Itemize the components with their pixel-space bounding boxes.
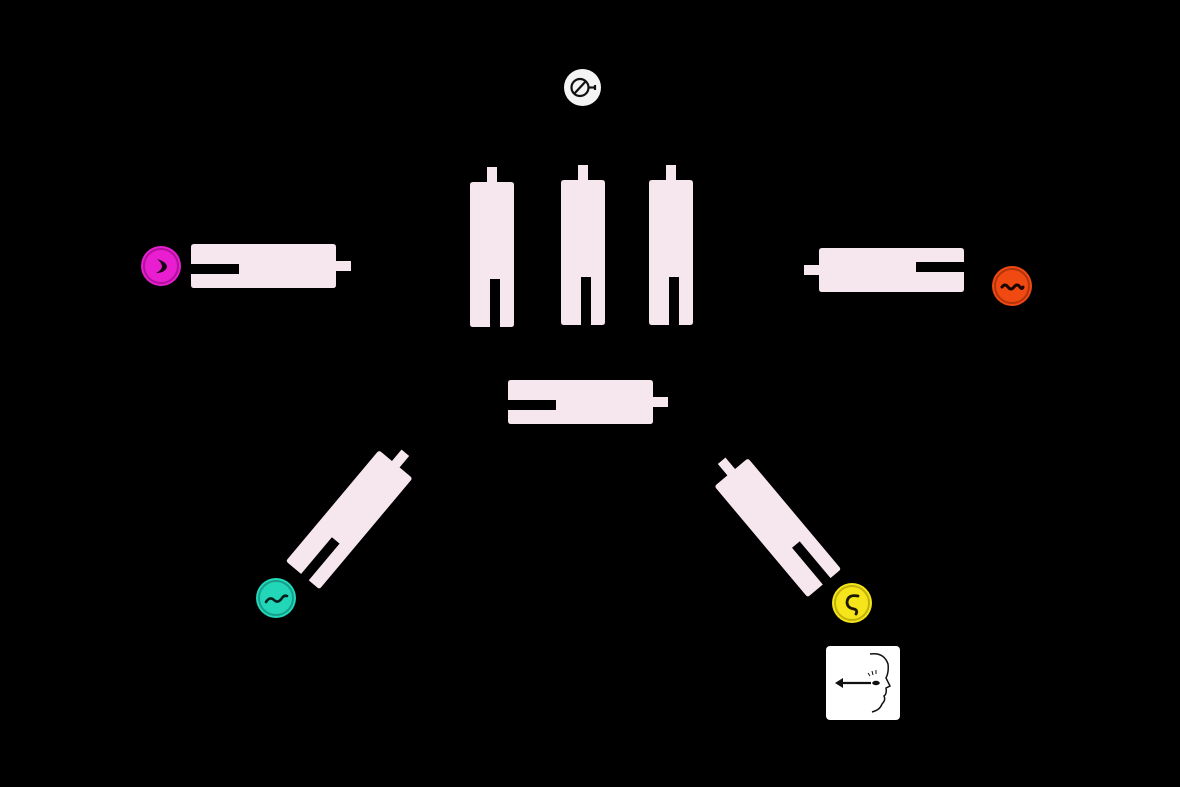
token-teal[interactable] [256, 578, 296, 618]
stick-upright-3[interactable] [649, 165, 693, 325]
stick-right[interactable] [804, 248, 964, 292]
curl-icon [834, 585, 870, 621]
stick-center[interactable] [508, 380, 668, 424]
squiggle-icon [258, 580, 294, 616]
token-orange[interactable] [992, 266, 1032, 306]
rule-tile[interactable] [826, 646, 900, 720]
face-gaze-left-arrow-icon [835, 652, 892, 713]
stick-upright-2[interactable] [561, 165, 605, 325]
stick-upright-1[interactable] [470, 167, 514, 327]
token-yellow[interactable] [832, 583, 872, 623]
stick-lower-left[interactable] [286, 439, 423, 590]
stick-lower-right[interactable] [705, 447, 842, 598]
crescent-icon [143, 248, 179, 284]
wave-icon [994, 268, 1030, 304]
token-magenta[interactable] [141, 246, 181, 286]
no-entry-key-icon[interactable] [564, 69, 601, 106]
stick-left[interactable] [191, 244, 351, 288]
